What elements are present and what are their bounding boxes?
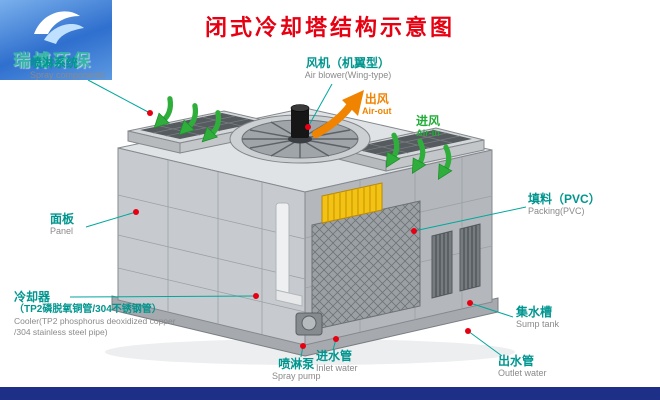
label-packing-zh: 填料（PVC） (528, 192, 601, 206)
label-cooler-zh-detail: （TP2磷脱氧铜管/304不锈钢管） (14, 304, 162, 316)
label-fan-en: Air blower(Wing-type) (304, 70, 392, 81)
label-air-out-zh: 出风 (364, 92, 389, 106)
logo-glyph (34, 11, 84, 44)
label-panel: 面板 Panel (50, 212, 74, 237)
label-cooler-zh: 冷却器 (14, 290, 51, 304)
label-fan-zh: 风机（机翼型） (305, 56, 390, 70)
label-spray-pump-en: Spray pump (272, 371, 321, 382)
label-sump-zh: 集水槽 (516, 305, 553, 319)
label-sump-en: Sump tank (516, 319, 560, 330)
label-air-out: 出风 Air-out (362, 92, 392, 117)
label-air-in-en: Air-in (416, 128, 440, 139)
air-out-arrow (312, 90, 364, 138)
page-title: 闭式冷却塔结构示意图 (204, 15, 455, 40)
callout-lines (69, 79, 527, 358)
label-air-in: 进风 Air-in (416, 114, 440, 139)
company-logo: 瑞博环保 (0, 0, 112, 80)
label-air-in-zh: 进风 (416, 114, 441, 128)
label-air-out-en: Air-out (362, 106, 392, 117)
coil-lattice (311, 200, 421, 331)
label-spray-en: Spray components (30, 70, 106, 81)
top-deck-right (337, 127, 485, 172)
callout-markers (133, 110, 473, 349)
label-air-blower: 风机（机翼型） Air blower(Wing-type) (288, 56, 408, 81)
label-panel-zh: 面板 (50, 212, 75, 226)
label-spray-pump: 喷淋泵 Spray pump (272, 357, 321, 382)
louver-panels (431, 223, 481, 299)
label-inlet-en: Inlet water (316, 363, 358, 374)
label-inlet-water: 进水管 Inlet water (316, 349, 358, 374)
label-spray-components: 喷淋系统 Spray components (30, 56, 105, 81)
fan-assembly (229, 104, 371, 164)
pvc-packing-coil (321, 182, 383, 224)
label-packing-en: Packing(PVC) (528, 206, 585, 217)
footer-bar (0, 387, 660, 400)
label-spray-zh: 喷淋系统 (30, 56, 79, 70)
label-panel-en: Panel (50, 226, 74, 237)
label-cooler-en1: Cooler(TP2 phosphorus deoxidized copper (14, 316, 176, 327)
label-outlet-zh: 出水管 (498, 354, 535, 368)
label-sump-tank: 集水槽 Sump tank (516, 305, 559, 330)
label-packing: 填料（PVC） Packing(PVC) (528, 192, 601, 217)
label-cooler-en2: /304 stainless steel pipe) (14, 326, 108, 337)
label-cooler: 冷却器 （TP2磷脱氧铜管/304不锈钢管） Cooler(TP2 phosph… (14, 290, 176, 337)
logo-text: 瑞博环保 (13, 51, 93, 70)
label-outlet-water: 出水管 Outlet water (498, 354, 547, 379)
label-outlet-en: Outlet water (498, 368, 547, 379)
label-spray-pump-zh: 喷淋泵 (278, 357, 315, 371)
fan-motor (291, 108, 309, 138)
spray-pipe-and-pump (275, 202, 323, 336)
label-inlet-zh: 进水管 (316, 349, 353, 363)
